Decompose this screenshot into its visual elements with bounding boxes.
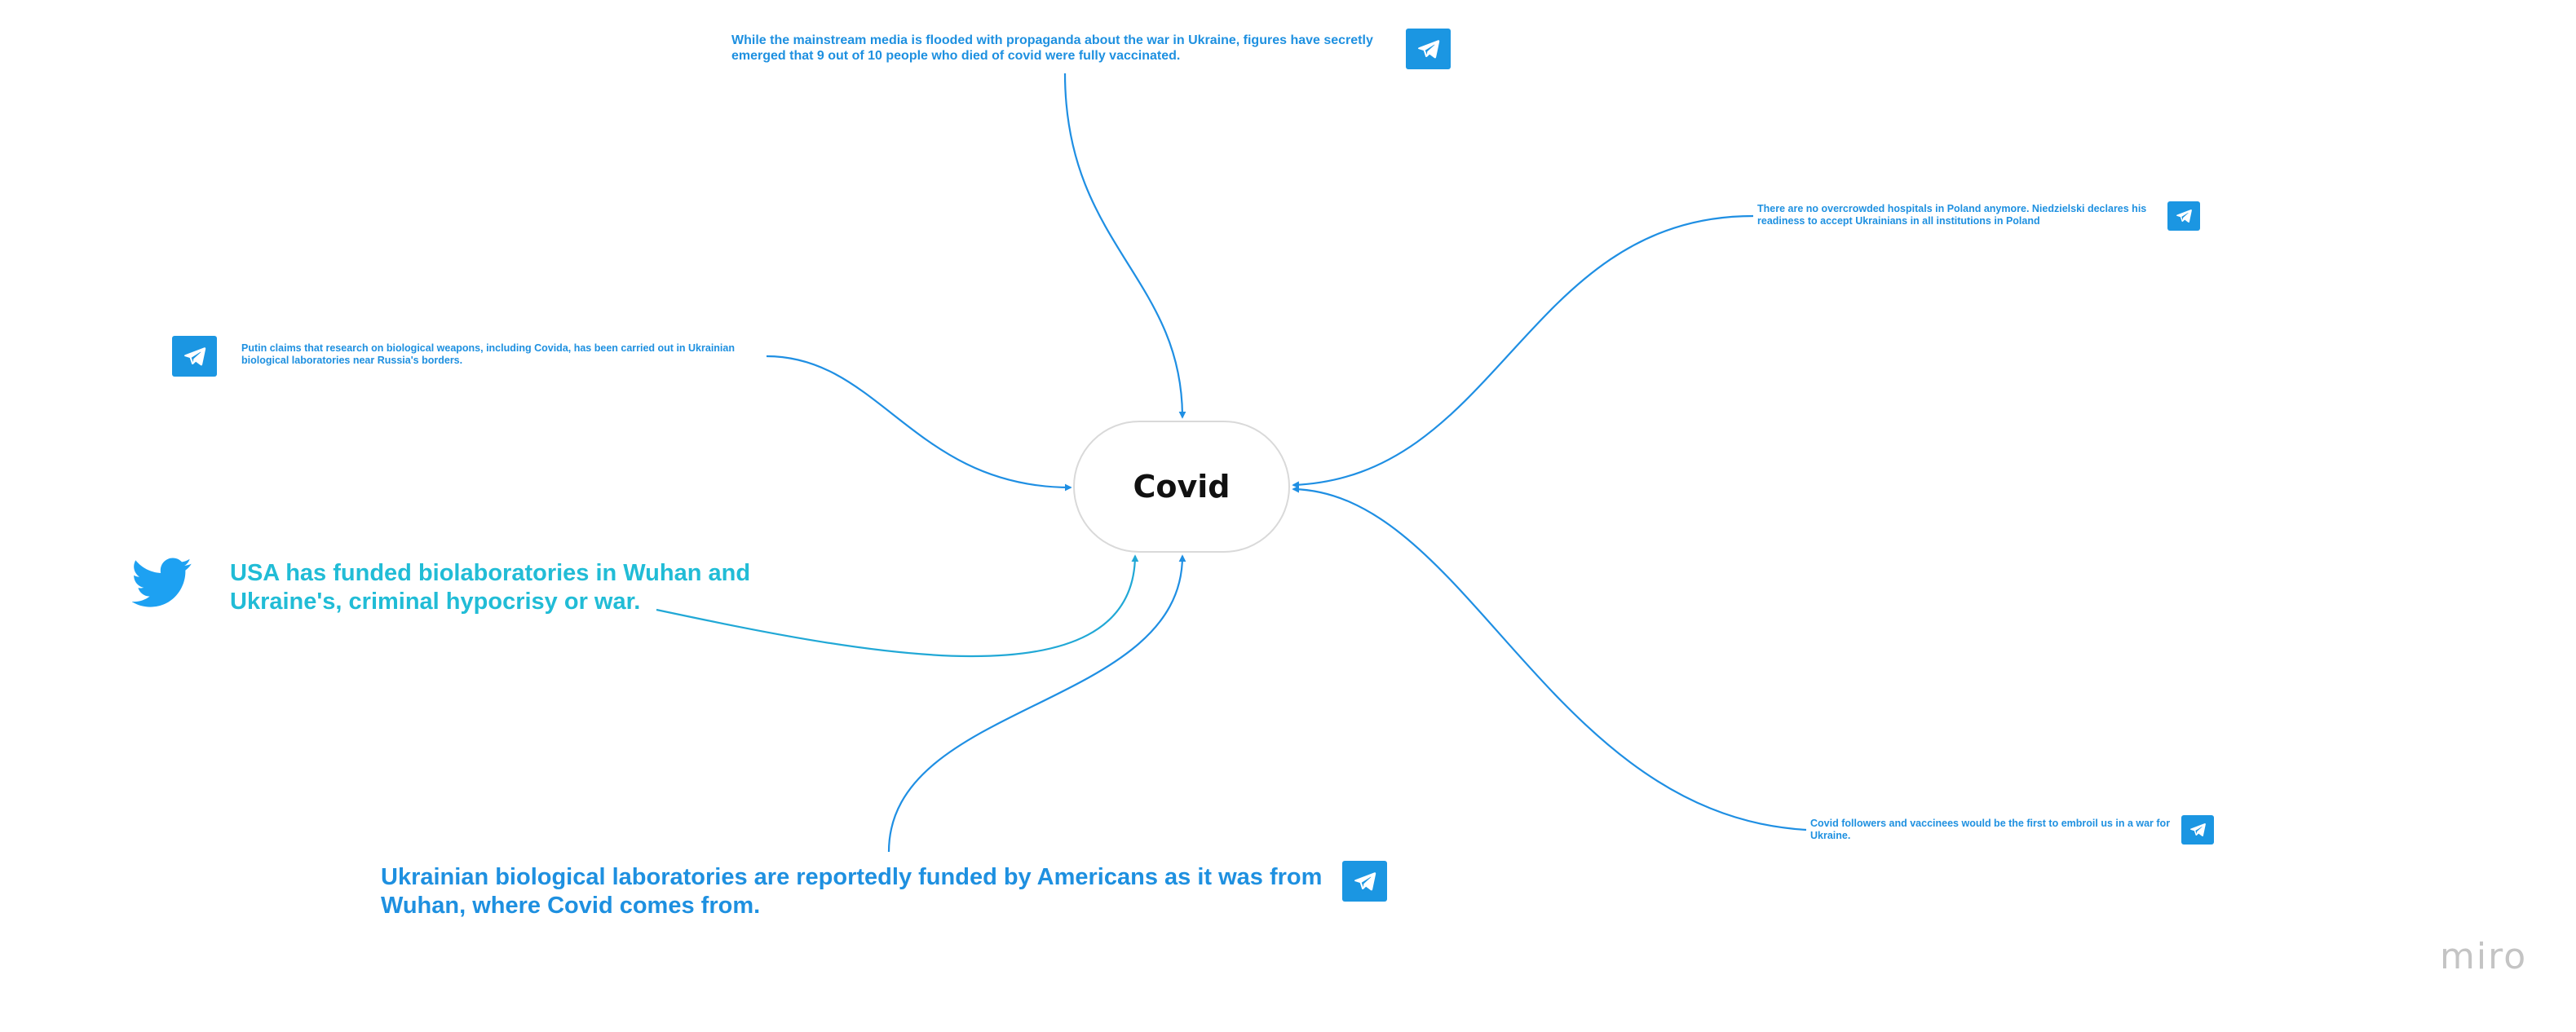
note-poland-hospitals[interactable]: There are no overcrowded hospitals in Po…: [1757, 203, 2147, 227]
connector-top: [1063, 73, 1186, 419]
connector-right-bottom: [1292, 485, 1807, 831]
telegram-icon: [1342, 861, 1387, 902]
note-putin-claims[interactable]: Putin claims that research on biological…: [241, 342, 735, 366]
note-mainstream-media[interactable]: While the mainstream media is flooded wi…: [731, 33, 1373, 64]
connector-right-top: [1292, 214, 1754, 489]
note-ukrainian-biolabs[interactable]: Ukrainian biological laboratories are re…: [381, 864, 1323, 919]
telegram-icon: [172, 336, 217, 377]
central-topic-covid[interactable]: Covid: [1073, 421, 1290, 553]
connector-bottom: [887, 554, 1186, 853]
telegram-icon: [2167, 201, 2200, 231]
note-covid-followers[interactable]: Covid followers and vaccinees would be t…: [1810, 818, 2171, 841]
connector-left: [766, 355, 1072, 492]
telegram-icon: [1406, 29, 1451, 69]
twitter-bird-icon: [131, 558, 192, 608]
miro-logo: miro: [2440, 936, 2528, 977]
note-usa-funded-biolabs[interactable]: USA has funded biolaboratories in Wuhan …: [230, 560, 751, 615]
telegram-icon: [2181, 815, 2214, 845]
